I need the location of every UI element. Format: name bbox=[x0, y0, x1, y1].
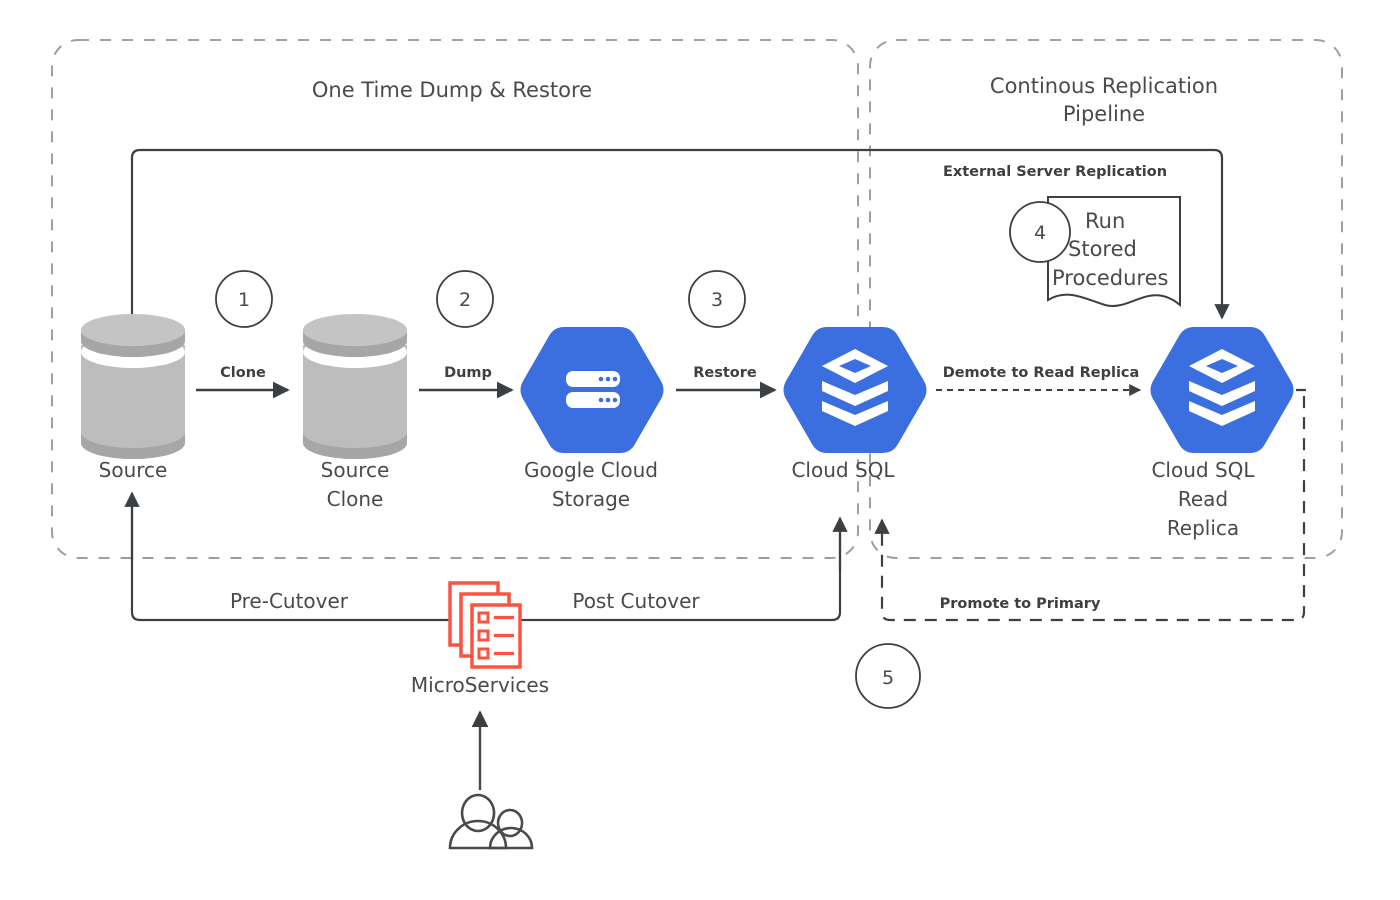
edge-restore: Restore bbox=[676, 365, 777, 399]
step-badge-3: 3 bbox=[688, 270, 746, 328]
step-number-3: 3 bbox=[711, 289, 723, 311]
node-label-source: Source bbox=[99, 458, 168, 482]
step-circle-5 bbox=[855, 643, 921, 709]
step-badge-2: 2 bbox=[436, 270, 494, 328]
cloud-sql-icon bbox=[1150, 327, 1294, 453]
edge-label-promote: Promote to Primary bbox=[940, 596, 1101, 612]
group-container-continuous-replication: Continous Replication Pipeline bbox=[869, 39, 1343, 559]
microservices-checklist-icon bbox=[448, 581, 522, 669]
edge-dump: Dump bbox=[419, 365, 514, 399]
group-title-continuous-line1: Continous Replication bbox=[990, 74, 1218, 98]
edge-label-demote: Demote to Read Replica bbox=[943, 365, 1140, 381]
node-label-gcs-line1: Google Cloud bbox=[524, 458, 658, 482]
node-label-read-replica-line2: Read bbox=[1178, 487, 1228, 511]
node-label-microservices: MicroServices bbox=[411, 673, 549, 697]
edge-label-post-cutover: Post Cutover bbox=[572, 589, 700, 613]
step-circle-3 bbox=[688, 270, 746, 328]
edge-label-pre-cutover: Pre-Cutover bbox=[230, 589, 349, 613]
step-badge-4: 4 bbox=[1009, 201, 1071, 263]
database-cylinder-icon bbox=[81, 314, 185, 459]
node-google-cloud-storage[interactable]: Google Cloud Storage bbox=[520, 327, 664, 511]
cloud-sql-icon bbox=[783, 327, 927, 453]
step-circle-2 bbox=[436, 270, 494, 328]
node-label-gcs-line2: Storage bbox=[552, 487, 630, 511]
group-container-one-time-dump-restore: One Time Dump & Restore bbox=[51, 39, 859, 559]
external-server-replication-line bbox=[130, 148, 1230, 325]
database-cylinder-icon bbox=[303, 314, 407, 459]
note-line-1: Run bbox=[1085, 209, 1125, 233]
edge-clone: Clone bbox=[196, 365, 290, 399]
step-number-4: 4 bbox=[1034, 222, 1046, 244]
node-users[interactable] bbox=[448, 710, 534, 850]
step-number-5: 5 bbox=[882, 667, 894, 689]
node-cloud-sql-read-replica[interactable]: Cloud SQL Read Replica bbox=[1150, 327, 1294, 540]
note-line-3: Procedures bbox=[1052, 266, 1168, 290]
edge-label-dump: Dump bbox=[444, 365, 492, 381]
step-number-2: 2 bbox=[459, 289, 471, 311]
node-label-source-clone-line2: Clone bbox=[327, 487, 384, 511]
users-icon bbox=[448, 793, 534, 850]
node-label-cloud-sql: Cloud SQL bbox=[791, 458, 895, 482]
edge-demote-to-read-replica: Demote to Read Replica bbox=[936, 365, 1142, 396]
node-cloud-sql[interactable]: Cloud SQL bbox=[783, 327, 927, 482]
step-number-1: 1 bbox=[238, 289, 250, 311]
edge-label-clone: Clone bbox=[220, 365, 266, 381]
group-title-continuous-line2: Pipeline bbox=[1063, 102, 1145, 126]
group-border-continuous bbox=[869, 39, 1343, 559]
edge-external-server-replication: External Server Replication bbox=[130, 148, 1230, 325]
step-circle-1 bbox=[215, 270, 273, 328]
note-line-2: Stored bbox=[1068, 237, 1137, 261]
step-badge-5: 5 bbox=[855, 643, 921, 709]
group-title-one-time: One Time Dump & Restore bbox=[312, 78, 592, 102]
google-cloud-storage-icon bbox=[520, 327, 664, 453]
edge-label-restore: Restore bbox=[693, 365, 757, 381]
note-shape bbox=[1047, 196, 1181, 308]
step-circle-4 bbox=[1009, 201, 1071, 263]
node-label-source-clone-line1: Source bbox=[321, 458, 390, 482]
node-microservices[interactable]: MicroServices bbox=[411, 581, 549, 697]
edge-promote-to-primary: Promote to Primary bbox=[874, 388, 1306, 622]
group-border-one-time bbox=[51, 39, 859, 559]
node-label-read-replica-line3: Replica bbox=[1167, 516, 1239, 540]
node-source[interactable]: Source bbox=[81, 314, 185, 482]
run-stored-procedures-note: Run Stored Procedures bbox=[1047, 196, 1181, 308]
edge-promote-line bbox=[874, 388, 1306, 622]
node-label-read-replica-line1: Cloud SQL bbox=[1151, 458, 1255, 482]
node-source-clone[interactable]: Source Clone bbox=[303, 314, 407, 511]
edge-label-external-server-replication: External Server Replication bbox=[943, 164, 1167, 180]
step-badge-1: 1 bbox=[215, 270, 273, 328]
